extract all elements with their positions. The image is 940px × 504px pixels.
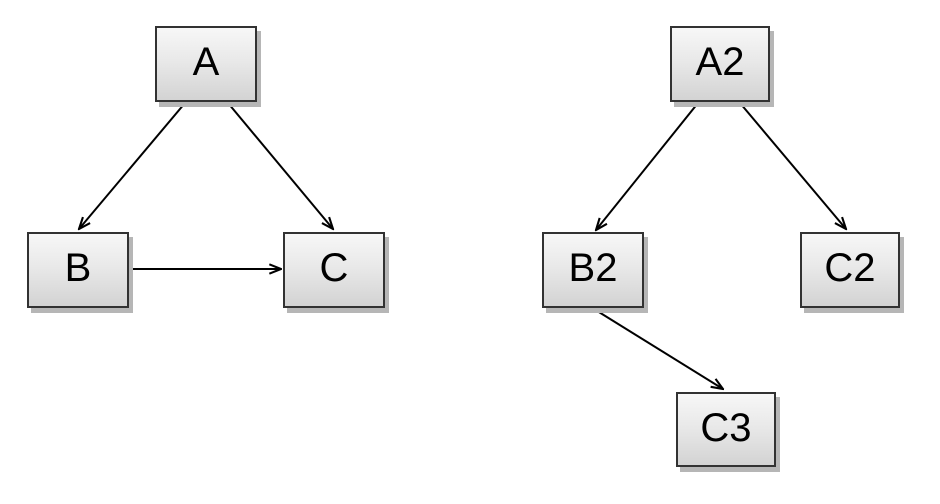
node-a[interactable]: A <box>155 26 257 102</box>
edge-b2-to-c3 <box>593 308 723 389</box>
node-c2[interactable]: C2 <box>800 232 900 308</box>
node-c-label: C <box>319 246 349 290</box>
node-b2[interactable]: B2 <box>542 232 644 308</box>
node-a2[interactable]: A2 <box>670 26 770 102</box>
edge-a2-to-b2 <box>596 102 699 230</box>
node-b2-label: B2 <box>568 246 618 290</box>
node-c3-label: C3 <box>700 405 752 450</box>
node-a2-label: A2 <box>695 40 745 84</box>
node-c3[interactable]: C3 <box>676 392 776 467</box>
node-c[interactable]: C <box>283 232 385 308</box>
node-c2-label: C2 <box>824 246 876 290</box>
node-b[interactable]: B <box>27 232 129 308</box>
edge-a-to-b <box>79 102 186 229</box>
edge-a-to-c <box>227 102 333 229</box>
node-a-label: A <box>192 40 220 84</box>
edge-a2-to-c2 <box>739 102 846 229</box>
node-b-label: B <box>64 246 92 290</box>
